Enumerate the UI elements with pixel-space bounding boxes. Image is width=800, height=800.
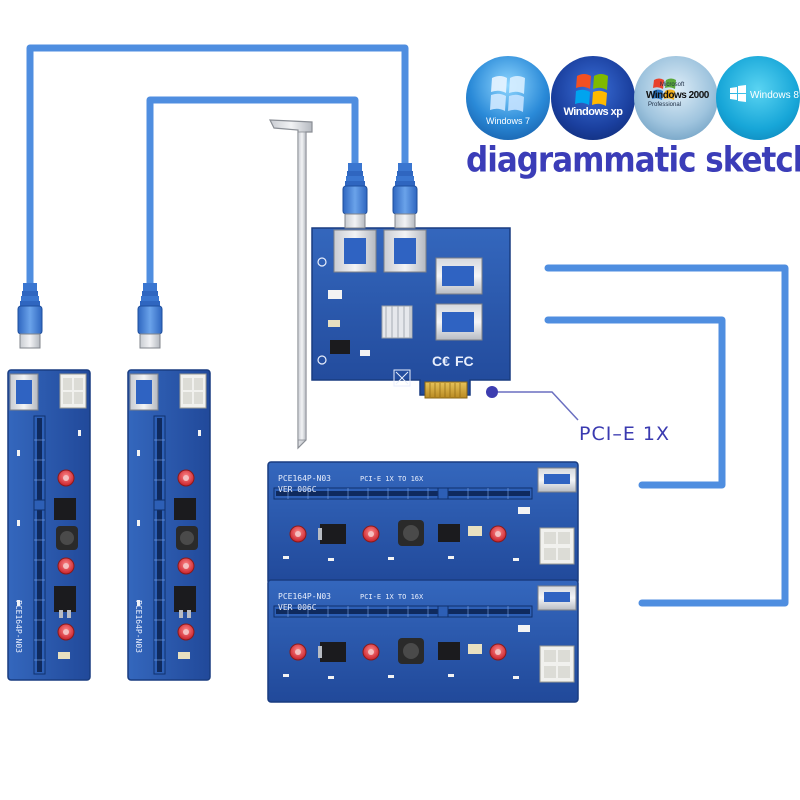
pcie-1x-label: PCI–E 1X xyxy=(579,423,670,445)
windows-8-flag-icon xyxy=(730,85,746,102)
cable-to-riser-fourth xyxy=(544,316,726,489)
windows-2000-caption-sub: Professional xyxy=(648,102,682,108)
riser-spec-label-1: PCI-E 1X TO 16X xyxy=(360,475,424,483)
windows-flag-icon xyxy=(490,76,525,112)
usb-plug-riser-1 xyxy=(17,282,43,349)
cable-to-riser-third xyxy=(544,264,789,607)
fc-mark: FC xyxy=(455,353,474,369)
diagram-title: diagrammatic sketch xyxy=(466,140,800,181)
riser-model-label-1: PCE164P-N03 xyxy=(278,474,331,483)
windows-2000-caption: Windows 2000 xyxy=(646,90,709,101)
riser-spec-label-2: PCI-E 1X TO 16X xyxy=(360,593,424,601)
pcie-adapter-card: C€ FC xyxy=(269,119,511,450)
windows-xp-caption: Windows xp xyxy=(563,106,623,118)
usb-plug-adapter-1 xyxy=(342,162,368,229)
windows-2000-caption-top: Microsoft xyxy=(660,82,685,88)
windows-7-logo: Windows 7 xyxy=(466,56,550,140)
windows-8-caption: Windows 8 xyxy=(750,90,799,101)
windows-xp-flag-icon xyxy=(575,74,608,106)
riser-model-label-4: PCE164P-N03 xyxy=(134,600,143,653)
cable-to-riser-second xyxy=(146,96,359,289)
cable-to-riser-left xyxy=(26,44,409,289)
windows-xp-logo: Windows xp xyxy=(551,56,635,140)
usb-plug-adapter-2 xyxy=(392,162,418,229)
pcie-callout xyxy=(486,386,579,421)
windows-8-logo: Windows 8 xyxy=(716,56,800,140)
riser-silkscreen: PCE164P-N03 VER 006C PCI-E 1X TO 16X PCE… xyxy=(14,474,424,653)
riser-version-label-1: VER 006C xyxy=(278,485,317,494)
windows-7-caption: Windows 7 xyxy=(485,116,530,126)
controller-heatsink xyxy=(381,305,413,339)
riser-version-label-2: VER 006C xyxy=(278,603,317,612)
windows-2000-flag-icon xyxy=(652,78,676,100)
usb-plug-riser-2 xyxy=(137,282,163,349)
pcie-x1-edge-connector xyxy=(424,381,468,399)
svg-text:C€: C€ xyxy=(432,353,450,369)
riser-model-label-3: PCE164P-N03 xyxy=(14,600,23,653)
usb-cables xyxy=(26,44,789,607)
windows-2000-logo: Microsoft Windows 2000 Professional xyxy=(634,56,718,140)
riser-model-label-2: PCE164P-N03 xyxy=(278,592,331,601)
